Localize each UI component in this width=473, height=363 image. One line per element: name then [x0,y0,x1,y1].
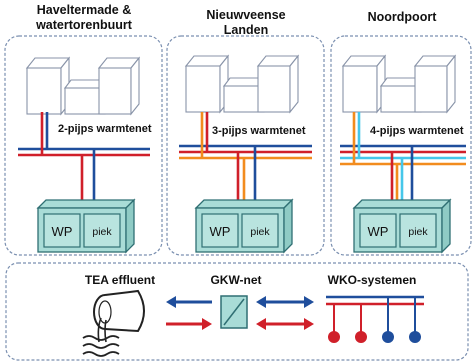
district-panel-3 [330,35,472,256]
building-icon [341,54,457,114]
piek-box [399,213,437,248]
district-panel-1 [4,35,163,256]
district-1-title-line2: watertorenbuurt [35,18,133,32]
piek-label: piek [408,226,428,238]
tea-effluent-label: TEA effluent [85,273,155,287]
district-2-network-label: 3-pijps warmtenet [212,125,306,137]
wko-well-icon [326,295,424,343]
source-panel [5,262,469,361]
wp-box [201,213,239,248]
heat-pump-unit-icon: WP piek [194,198,294,254]
wp-box [359,213,397,248]
district-3-title-line1: Noordpoort [368,10,438,24]
tea-gkw-arrows [166,296,212,330]
gkw-wko-arrows [256,296,314,330]
building-icon [25,56,141,116]
piek-box [83,213,121,248]
piek-box [241,213,279,248]
wp-label: WP [210,224,231,239]
wko-systems-label: WKO-systemen [328,273,417,287]
district-2-title-line1: Nieuwveense [206,8,285,22]
district-panel-2 [166,35,325,256]
district-3-network-label: 4-pijps warmtenet [370,125,464,137]
heat-pump-unit-icon: WP piek [36,198,136,254]
wp-label: WP [52,224,73,239]
gkw-net-label: GKW-net [210,273,261,287]
district-2-title-line2: Landen [224,23,268,37]
wp-box [43,213,81,248]
heat-exchanger-icon [220,295,248,329]
district-1-title-line1: Haveltermade & [37,3,132,17]
building-icon [184,54,300,114]
wp-label: WP [368,224,389,239]
district-1-network-label: 2-pijps warmtenet [58,123,152,135]
piek-label: piek [250,226,270,238]
effluent-pipe-icon [82,289,145,357]
heat-pump-unit-icon: WP piek [352,198,452,254]
piek-label: piek [92,226,112,238]
